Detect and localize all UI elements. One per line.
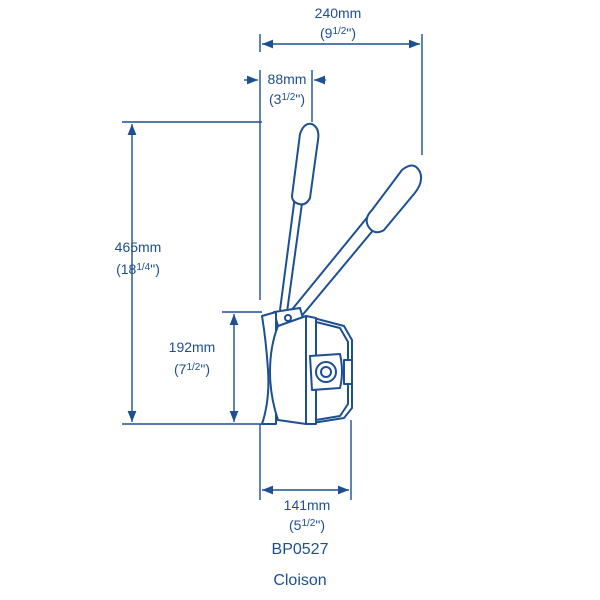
body-height-imperial: (71/2") xyxy=(174,361,210,377)
pump-side-outlet xyxy=(343,359,353,385)
offset-imperial: (31/2") xyxy=(269,91,305,107)
dimension-body-depth xyxy=(259,420,352,500)
body-depth-metric: 141mm xyxy=(284,497,331,513)
offset-metric: 88mm xyxy=(268,71,307,87)
model-variant: Cloison xyxy=(273,572,327,589)
body-height-metric: 192mm xyxy=(169,339,216,355)
model-number: BP0527 xyxy=(271,541,329,558)
pump-drawing xyxy=(261,122,423,425)
dimension-total-height xyxy=(122,121,262,425)
body-depth-imperial: (51/2") xyxy=(289,517,325,533)
long-handle xyxy=(289,164,423,319)
short-handle xyxy=(279,122,320,313)
dimension-body-height xyxy=(222,311,262,422)
top-width-metric: 240mm xyxy=(315,5,362,21)
dimension-offset xyxy=(244,70,326,300)
top-width-imperial: (91/2") xyxy=(320,25,356,41)
total-height-imperial: (181/4") xyxy=(116,261,160,277)
total-height-metric: 465mm xyxy=(115,239,162,255)
pivot-pin xyxy=(284,314,292,322)
dimension-top-width xyxy=(259,34,423,155)
